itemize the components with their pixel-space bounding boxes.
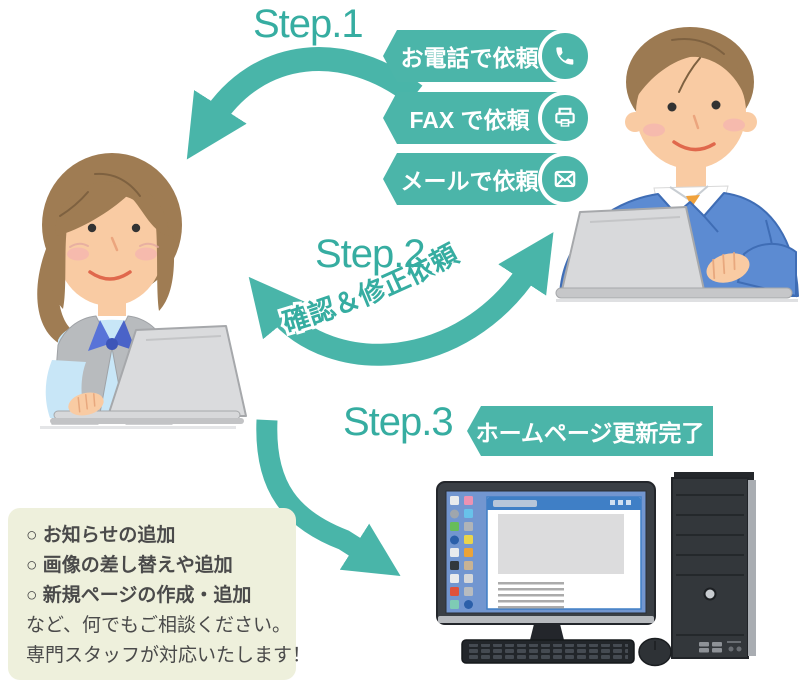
step1-label: Step.1	[253, 2, 364, 46]
phone-badge	[538, 29, 592, 83]
request-banner-mail-label: メールで依頼	[400, 168, 539, 194]
fax-icon	[555, 107, 575, 127]
mail-badge	[538, 152, 592, 206]
info-note: 専門スタッフが対応いたします！	[26, 645, 312, 666]
mail-icon	[554, 170, 576, 188]
step2-label: Step.2	[315, 232, 426, 276]
services-info-box: ○ お知らせの追加 ○ 画像の差し替えや追加 ○ 新規ページの作成・追加 など、…	[8, 508, 312, 680]
step1-arrow	[186, 47, 423, 160]
info-item: ○ 新規ページの作成・追加	[26, 585, 252, 606]
keyboard	[461, 639, 635, 664]
phone-icon	[556, 47, 574, 65]
request-banner-fax-label: FAX で依頼	[409, 107, 530, 133]
monitor	[436, 481, 656, 648]
info-item: ○ お知らせの追加	[26, 525, 176, 546]
step3-label: Step.3	[343, 400, 454, 444]
completion-banner-label: ホームページ更新完了	[475, 420, 705, 446]
mouse	[638, 637, 672, 667]
completion-banner: ホームページ更新完了	[467, 406, 713, 456]
fax-badge	[538, 91, 592, 145]
step3-arrow	[256, 419, 401, 576]
info-note: など、何でもご相談ください。	[26, 615, 292, 636]
browser-window	[486, 496, 642, 610]
request-banner-fax: FAX で依頼	[383, 92, 568, 144]
desktop-icons	[450, 496, 473, 609]
desktop-computer-illustration	[436, 472, 756, 667]
woman-illustration	[37, 153, 247, 429]
request-banner-mail: メールで依頼	[383, 153, 568, 205]
step2-double-arrow	[248, 232, 554, 366]
pc-tower	[671, 472, 756, 659]
request-banner-phone-label: お電話で依頼	[400, 45, 539, 71]
request-banner-phone: お電話で依頼	[383, 30, 568, 82]
info-item: ○ 画像の差し替えや追加	[26, 555, 233, 576]
man-illustration	[555, 27, 799, 302]
